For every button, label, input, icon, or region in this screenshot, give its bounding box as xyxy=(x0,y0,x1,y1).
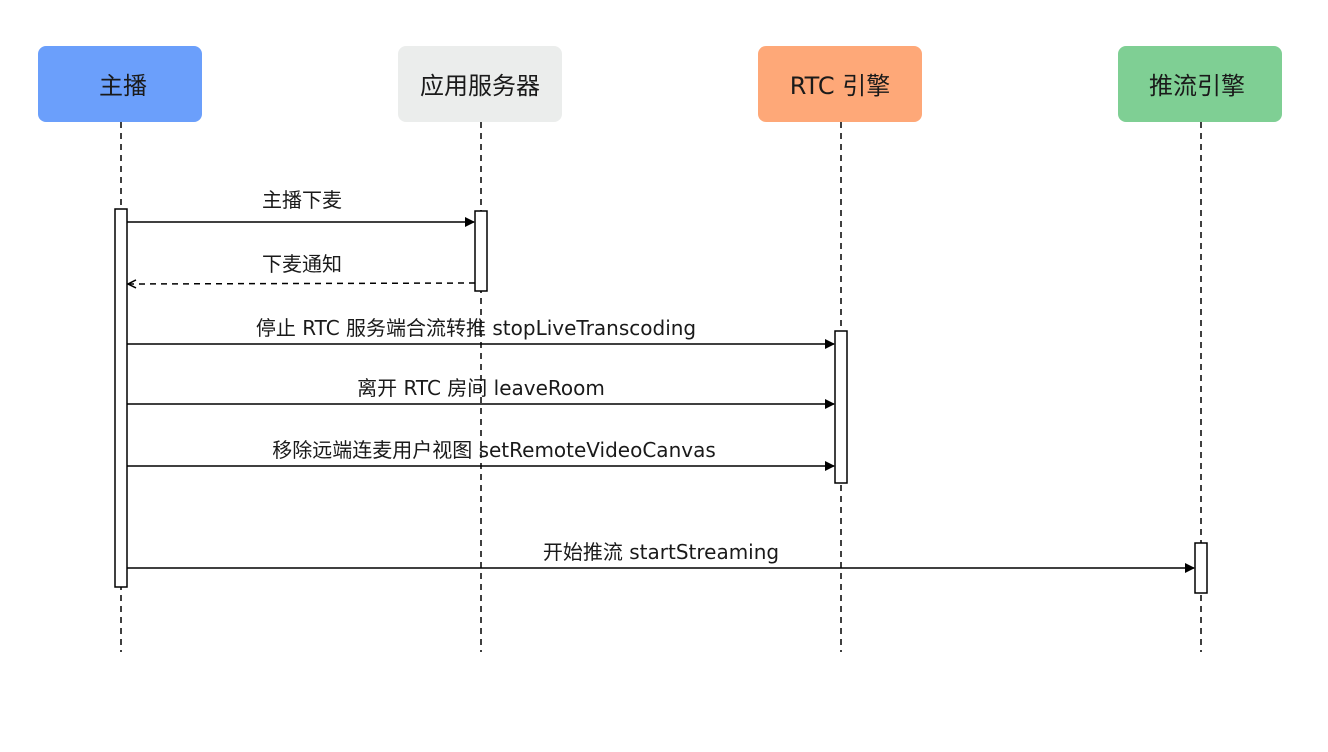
message-6: 开始推流 startStreaming xyxy=(127,540,1195,573)
message-3: 停止 RTC 服务端合流转推 stopLiveTranscoding xyxy=(127,316,835,349)
participant-box xyxy=(758,46,922,122)
participant-app-server: 应用服务器 xyxy=(398,46,562,122)
message-4: 离开 RTC 房间 leaveRoom xyxy=(127,376,835,409)
participant-push-engine: 推流引擎 xyxy=(1118,46,1282,122)
message-2: 下麦通知 xyxy=(128,252,476,284)
message-label: 开始推流 startStreaming xyxy=(543,540,779,564)
message-label: 停止 RTC 服务端合流转推 stopLiveTranscoding xyxy=(256,316,696,340)
activation-bar-rtc-engine xyxy=(834,330,848,484)
participant-label: RTC 引擎 xyxy=(790,72,891,100)
participant-anchor: 主播 xyxy=(38,46,202,122)
message-label: 主播下麦 xyxy=(262,188,342,212)
participant-rtc-engine: RTC 引擎 xyxy=(758,46,922,122)
activation-bar-app-server xyxy=(474,210,488,292)
activation-bar-push-engine xyxy=(1194,542,1208,594)
message-5: 移除远端连麦用户视图 setRemoteVideoCanvas xyxy=(127,438,835,471)
activation-bars xyxy=(114,208,1208,594)
activation-bar-anchor xyxy=(114,208,128,588)
participant-box xyxy=(38,46,202,122)
participant-box xyxy=(1118,46,1282,122)
participant-label: 主播 xyxy=(99,72,147,100)
message-label: 离开 RTC 房间 leaveRoom xyxy=(357,376,605,400)
message-label: 下麦通知 xyxy=(262,252,342,276)
message-arrow xyxy=(128,283,476,284)
participant-label: 应用服务器 xyxy=(420,72,540,100)
participant-label: 推流引擎 xyxy=(1149,72,1245,100)
participant-box xyxy=(398,46,562,122)
message-label: 移除远端连麦用户视图 setRemoteVideoCanvas xyxy=(272,438,716,462)
message-1: 主播下麦 xyxy=(127,188,475,227)
